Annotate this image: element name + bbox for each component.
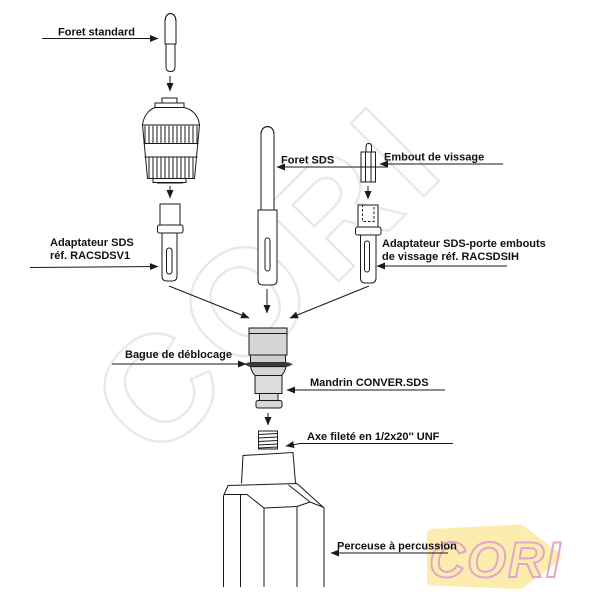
logo-text: CORI: [429, 532, 562, 588]
sds-bit-holder-racsdsih: [355, 204, 382, 284]
labels: Foret standard Foret SDS Embout de vissa…: [29, 27, 546, 557]
logo-arrow-shape: [427, 524, 561, 589]
leader-adaptateur-sds: [29, 263, 159, 271]
sds-adapter-racsdsv1: [157, 203, 184, 282]
mandrin-conver-sds: [244, 327, 293, 409]
label-foret-standard: Foret standard: [58, 27, 135, 39]
label-adaptateur-sds-line2: réf. RACSDSV1: [50, 250, 130, 262]
label-bague: Bague de déblocage: [125, 349, 232, 361]
sds-drill-bit: [257, 125, 278, 286]
label-adaptateur-sds-line1: Adaptateur SDS: [50, 237, 134, 249]
arrow-right-converge: [289, 285, 370, 319]
drill-chuck: [141, 97, 201, 184]
label-foret-sds: Foret SDS: [281, 155, 334, 167]
cori-logo: CORI: [427, 524, 562, 589]
leader-axe: [285, 441, 453, 449]
label-axe: Axe fileté en 1/2x20'' UNF: [307, 431, 440, 443]
arrow-left-converge: [168, 285, 250, 319]
label-perceuse: Perceuse à percussion: [337, 541, 457, 553]
threaded-spindle: [258, 430, 278, 450]
label-embout-vissage: Embout de vissage: [384, 152, 484, 164]
hammer-drill-body: [223, 451, 325, 587]
label-adaptateur-porte-line1: Adaptateur SDS-porte embouts: [382, 238, 546, 250]
label-adaptateur-porte-line2: de vissage réf. RACSDSIH: [382, 251, 519, 263]
release-ring: [244, 362, 293, 367]
label-mandrin: Mandrin CONVER.SDS: [310, 377, 429, 389]
standard-drill-bit: [164, 12, 177, 73]
